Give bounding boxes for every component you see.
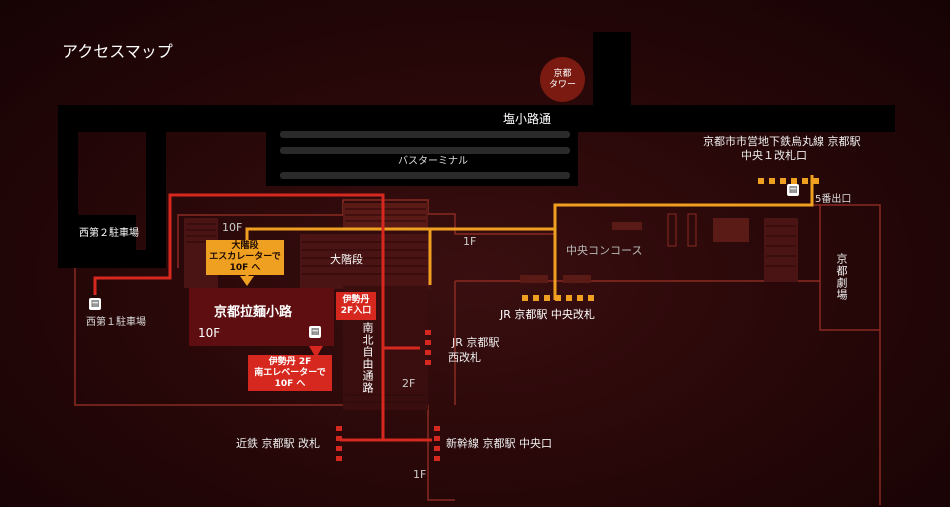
note-line: エスカレーターで xyxy=(209,252,281,262)
west-connector-road xyxy=(58,250,166,268)
escalator-note: 大階段 エスカレーターで 10F へ xyxy=(206,240,284,275)
isetan-entrance-note: 伊勢丹 2F入口 xyxy=(336,292,376,320)
note-line: 伊勢丹 2F xyxy=(268,356,312,367)
shiokoji-road xyxy=(58,105,895,132)
bus-lane xyxy=(280,172,570,179)
jr-central-gate-label: JR 京都駅 中央改札 xyxy=(500,308,595,321)
gate-markers-red xyxy=(336,330,440,461)
passage-label: 南北自由通路 xyxy=(361,322,374,394)
bus-lane xyxy=(280,147,570,154)
bus-terminal-label: バスターミナル xyxy=(398,156,468,167)
central-concourse-label: 中央コンコース xyxy=(566,244,643,257)
exit5-label: 5番出口 xyxy=(815,194,852,205)
note-line: 南エレベーターで xyxy=(254,367,326,378)
subway-gate-label: 中央１改札口 xyxy=(741,149,807,162)
note-line: 伊勢丹 xyxy=(342,295,370,305)
tower-label: タワー xyxy=(548,79,576,90)
note-line: 2F入口 xyxy=(340,306,372,316)
floor-label: 1F xyxy=(413,468,427,481)
subway-station-label: 京都市市営地下鉄烏丸線 京都駅 xyxy=(703,135,861,148)
floor-label: 1F xyxy=(463,235,477,248)
ramen-koji-name: 京都拉麺小路 xyxy=(214,305,293,320)
map-title: アクセスマップ xyxy=(62,42,173,61)
station-pictogram-icon: ▤ xyxy=(309,326,321,338)
jr-west-gate-label: JR 京都駅 xyxy=(452,336,500,349)
note-line: 大階段 xyxy=(231,241,259,251)
note-line: 10F へ xyxy=(274,378,306,389)
far-west-road xyxy=(58,128,78,268)
ramen-koji-floor: 10F xyxy=(198,326,221,340)
north-road xyxy=(593,32,631,107)
jr-west-gate-label: 西改札 xyxy=(448,351,481,364)
station-pictogram-icon: ▤ xyxy=(787,184,799,196)
bus-lane xyxy=(280,131,570,138)
daikaidan-label: 大階段 xyxy=(330,253,363,266)
kintetsu-gate-label: 近鉄 京都駅 改札 xyxy=(236,437,320,450)
tower-label: 京都 xyxy=(553,68,572,79)
kyoto-tower-marker: 京都 タワー xyxy=(540,57,585,102)
road-label-shiokoji: 塩小路通 xyxy=(503,112,552,126)
floor-label: 2F xyxy=(402,377,416,390)
gate-markers-orange xyxy=(522,178,819,301)
note-line: 10F へ xyxy=(229,263,261,273)
west1-parking-label: 西第１駐車場 xyxy=(86,317,146,328)
shinkansen-gate-label: 新幹線 京都駅 中央口 xyxy=(446,437,552,450)
west2-parking-box xyxy=(74,215,136,250)
arrow-down-icon xyxy=(309,346,323,358)
west2-parking-label: 西第２駐車場 xyxy=(79,228,139,239)
arrow-down-icon xyxy=(240,276,254,286)
elevator-note: 伊勢丹 2F 南エレベーターで 10F へ xyxy=(248,355,332,391)
west-road xyxy=(146,128,166,268)
station-pictogram-icon: ▤ xyxy=(89,298,101,310)
theater-label: 京都劇場 xyxy=(835,253,848,301)
stair-lines xyxy=(186,208,796,403)
floor-label: 10F xyxy=(222,221,243,234)
